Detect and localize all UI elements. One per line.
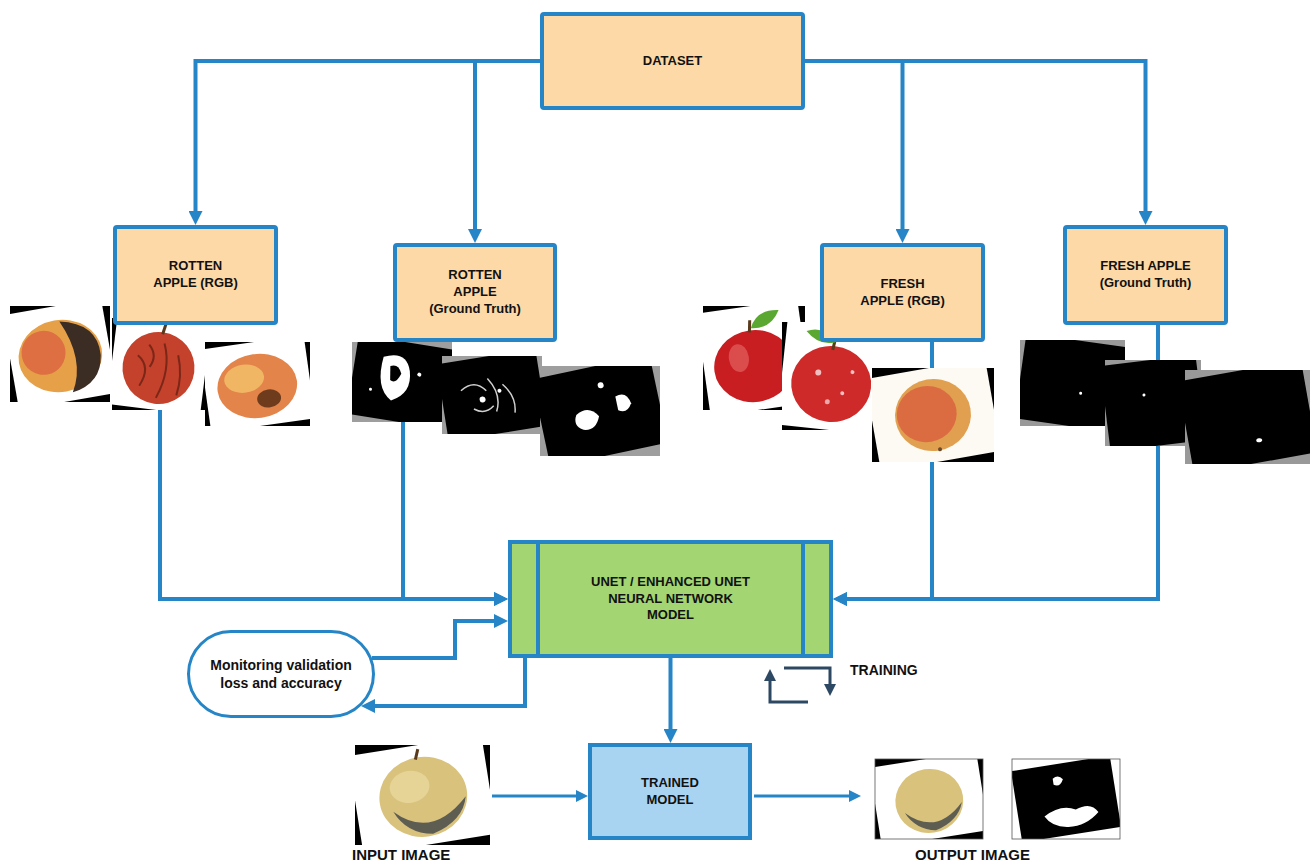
prediction-panel	[1000, 745, 1130, 847]
image-caption: OUTPUT IMAGE	[915, 846, 1030, 864]
model-frame-line	[536, 544, 540, 654]
fresh-apple-photo	[865, 358, 1001, 472]
category-box: ROTTEN APPLE (RGB)	[113, 225, 278, 325]
fresh-mask	[1178, 360, 1316, 474]
dataset-box: DATASET	[540, 12, 805, 110]
training-cycle	[784, 668, 830, 684]
flow-arrow	[475, 61, 540, 229]
rotten-mask	[437, 349, 548, 442]
node-text: Monitoring validation loss and accuracy	[206, 656, 356, 692]
category-box: FRESH APPLE (RGB)	[820, 243, 985, 342]
training-label: TRAINING	[850, 662, 918, 679]
node-text: ROTTEN APPLE (RGB)	[148, 258, 243, 292]
node-text: TRAINED MODEL	[620, 775, 720, 809]
flow-arrow	[754, 795, 849, 798]
flow-arrow	[669, 658, 673, 729]
flow-arrow	[805, 61, 1146, 211]
rotten-mask	[346, 335, 457, 430]
flow-arrow	[805, 61, 903, 229]
rotten-mask	[532, 355, 668, 468]
model-frame-line	[801, 544, 805, 654]
node-text: DATASET	[573, 53, 773, 70]
node-text: FRESH APPLE (RGB)	[859, 276, 947, 310]
trained-model-box: TRAINED MODEL	[588, 743, 752, 840]
category-box: ROTTEN APPLE (Ground Truth)	[393, 243, 557, 342]
flow-arrow	[375, 658, 525, 706]
node-text: ROTTEN APPLE (Ground Truth)	[428, 267, 523, 318]
category-box: FRESH APPLE (Ground Truth)	[1063, 225, 1228, 325]
image-caption: INPUT IMAGE	[352, 846, 450, 864]
flow-arrow	[492, 795, 576, 798]
model-box: UNET / ENHANCED UNET NEURAL NETWORK MODE…	[508, 540, 833, 658]
node-text: FRESH APPLE (Ground Truth)	[1098, 258, 1193, 292]
rotten-apple-photo	[2, 298, 117, 410]
rotten-apple-photo	[107, 313, 212, 416]
monitor-pill: Monitoring validation loss and accuracy	[187, 630, 375, 718]
flow-arrow	[196, 61, 541, 211]
output-image-panel	[863, 745, 993, 847]
node-text: UNET / ENHANCED UNET NEURAL NETWORK MODE…	[588, 574, 753, 625]
input-apple-photo	[348, 735, 497, 855]
rotten-apple-photo	[200, 335, 316, 433]
training-cycle	[770, 681, 808, 702]
flow-arrow	[372, 621, 494, 658]
